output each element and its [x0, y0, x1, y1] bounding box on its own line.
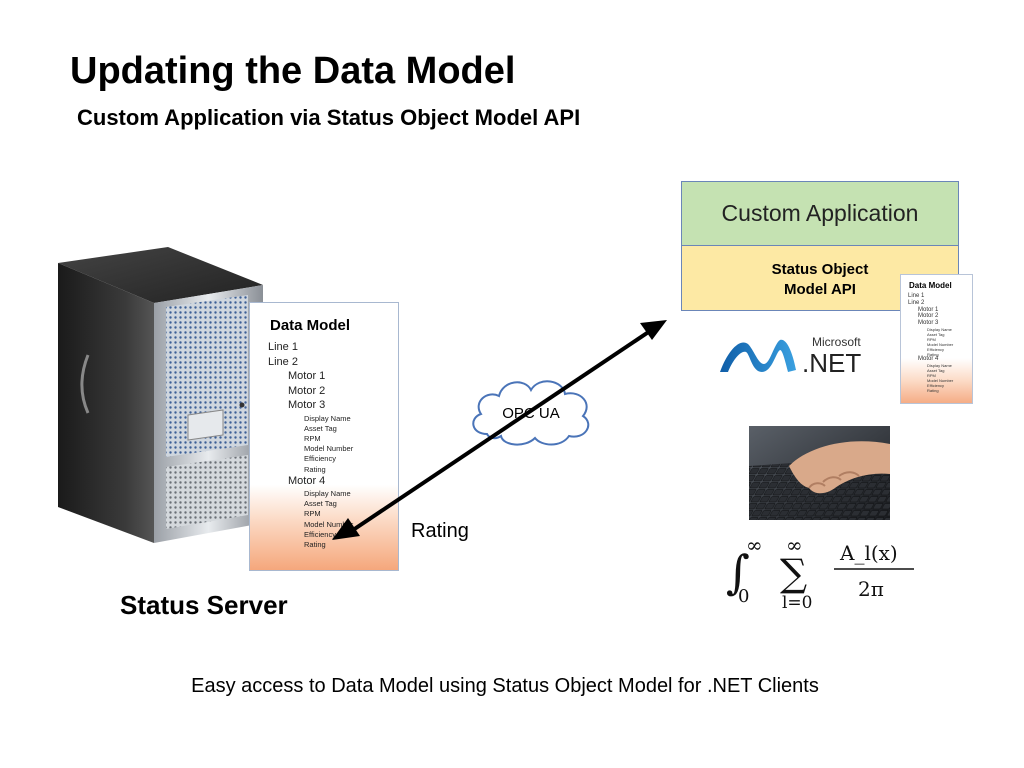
data-model-item: RPM	[304, 509, 321, 519]
api-label: Status Object Model API	[740, 260, 900, 300]
data-model-item: Display Name	[304, 414, 351, 423]
data-model-item: Motor 3	[288, 399, 326, 412]
rating-label: Rating	[411, 520, 469, 542]
data-model-item: Motor 2	[918, 313, 939, 320]
slide-title: Updating the Data Model	[70, 50, 516, 92]
slide-subtitle: Custom Application via Status Object Mod…	[77, 105, 581, 130]
data-model-item: Display Name	[927, 363, 952, 369]
data-model-title-small: Data Model	[909, 281, 952, 290]
server-label: Status Server	[120, 590, 288, 620]
sum-upper: ∞	[786, 533, 803, 557]
data-model-item: Efficiency	[304, 529, 336, 539]
data-model-item: Line 1	[268, 341, 298, 353]
data-model-item: Model Number	[304, 444, 354, 454]
svg-text:∫: ∫	[726, 545, 750, 599]
data-model-item: Motor 1	[288, 370, 326, 383]
dotnet-label: .NET	[802, 348, 861, 378]
data-model-item: Rating	[304, 539, 326, 549]
data-model-item: Model Number	[927, 377, 954, 383]
data-model-item: Asset Tag	[304, 499, 337, 509]
data-model-item: Motor 3	[918, 320, 939, 327]
data-model-item: Line 2	[268, 355, 298, 368]
data-model-item: Efficiency	[304, 454, 336, 464]
sum-lower: l=0	[782, 593, 813, 612]
data-model-item: Asset Tag	[927, 331, 945, 337]
dotnet-logo-icon: Microsoft .NET	[720, 335, 861, 378]
data-model-item: Display Name	[304, 489, 351, 499]
data-model-item: Motor 4	[918, 356, 939, 363]
data-model-title: Data Model	[270, 317, 351, 334]
data-model-item: Model Number	[927, 341, 954, 347]
data-model-item: Efficiency	[927, 346, 945, 352]
data-model-item: Line 1	[908, 293, 925, 299]
server-tower-icon	[58, 247, 263, 543]
double-arrow-icon	[332, 320, 667, 540]
fraction-numerator: A_l(x)	[839, 541, 898, 565]
microsoft-label: Microsoft	[812, 335, 861, 349]
data-model-item: Asset Tag	[927, 368, 945, 374]
integral-lower: 0	[738, 586, 749, 607]
data-model-item: Motor 2	[288, 384, 326, 397]
integral-upper: ∞	[746, 533, 763, 557]
data-model-item: Rating	[927, 387, 939, 393]
data-model-item: Rating	[304, 464, 326, 474]
data-model-item: Motor 4	[288, 474, 326, 487]
data-model-item: Line 2	[908, 299, 925, 306]
api-label-line1: Status Object	[771, 261, 869, 278]
api-label-line2: Model API	[784, 281, 856, 298]
data-model-item: Efficiency	[927, 382, 945, 388]
svg-text:∑: ∑	[780, 551, 807, 595]
data-model-item: Model Number	[304, 519, 354, 529]
data-model-item: Asset Tag	[304, 424, 337, 434]
fraction-denominator: 2π	[858, 577, 884, 601]
data-model-item: Display Name	[927, 327, 952, 332]
keyboard-typing-image	[749, 426, 890, 520]
data-model-item: RPM	[927, 373, 936, 378]
data-model-item: RPM	[927, 336, 936, 342]
custom-application-title: Custom Application	[682, 182, 958, 246]
data-model-item: Motor 1	[918, 306, 939, 313]
data-model-item: Rating	[927, 351, 939, 357]
data-model-item: RPM	[304, 434, 321, 444]
slide-caption: Easy access to Data Model using Status O…	[191, 675, 819, 697]
opc-ua-label: OPC UA	[502, 405, 560, 422]
math-formula-image: ∫ ∞ 0 ∞ ∑ l=0 A_l(x) 2π	[726, 533, 914, 612]
